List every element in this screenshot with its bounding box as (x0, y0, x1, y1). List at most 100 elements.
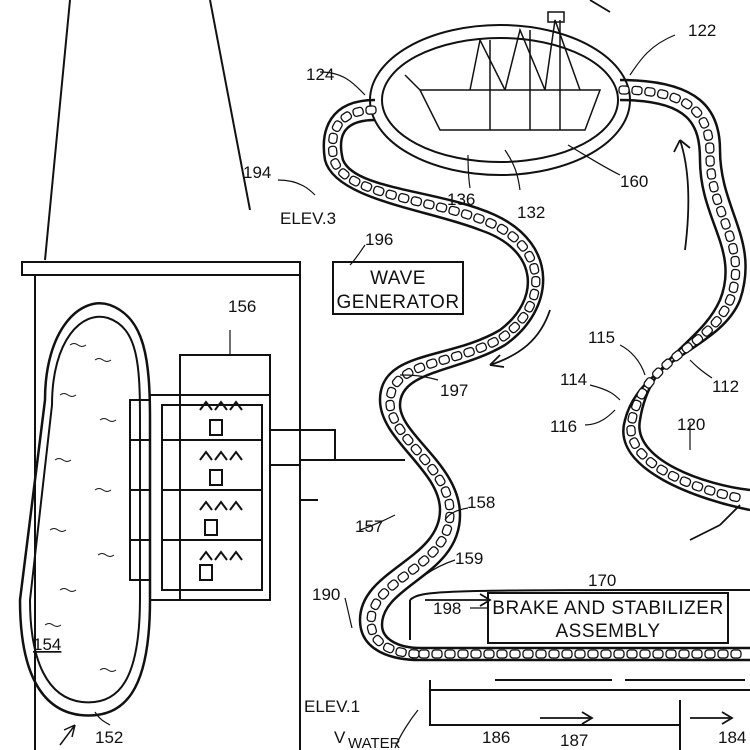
boat-segment (348, 175, 361, 187)
label-159: 159 (455, 549, 483, 568)
boat-segment (370, 598, 382, 611)
boat-segment (691, 481, 704, 492)
label-152: 152 (95, 728, 123, 747)
boat-segment (417, 555, 430, 567)
boat-segment (724, 293, 736, 306)
boat-segment (711, 193, 723, 206)
boat-segment (330, 158, 342, 170)
boat-segment (680, 98, 693, 110)
boat-segment (402, 433, 414, 446)
boat-segment (372, 634, 384, 647)
boat-segment (627, 412, 638, 424)
boat-segment (435, 202, 448, 213)
boat-segment (698, 116, 710, 129)
boat-segment (401, 367, 414, 379)
boat-segment (690, 106, 703, 118)
boat-segment (715, 205, 727, 218)
boat-segment (366, 623, 378, 636)
ship-island (369, 24, 631, 176)
boat-segment (626, 649, 638, 659)
boat-segment (496, 223, 509, 235)
boat-segment (636, 448, 648, 460)
boat-segment (448, 205, 460, 216)
label-157: 157 (355, 517, 383, 536)
boat-segment (427, 546, 439, 558)
label-194: 194 (243, 163, 271, 182)
boat-segment (444, 649, 456, 659)
boat-segment (730, 255, 741, 268)
boat-segment (703, 129, 714, 141)
boat-segment (652, 649, 664, 659)
boat-segment (485, 217, 497, 229)
pool-water-ripples (44, 343, 117, 672)
boat-segment (710, 315, 722, 328)
boat-segment (438, 354, 451, 365)
wave-box-line1: WAVE (370, 268, 426, 289)
boat-segment (441, 524, 453, 537)
label-190: 190 (312, 585, 340, 604)
boat-segment (691, 649, 703, 659)
boat-segment (678, 649, 690, 659)
label-156: 156 (228, 297, 256, 316)
boat-segment (410, 443, 422, 456)
boat-segment (679, 476, 692, 488)
boat-segment (704, 649, 716, 659)
label-184: 184 (718, 728, 746, 747)
boat-segment (728, 281, 739, 294)
boat-segment (720, 217, 731, 230)
boat-segment (701, 325, 714, 337)
label-120: 120 (677, 415, 705, 434)
brake-box-line1: BRAKE AND STABILIZER (492, 598, 723, 619)
flow-arrows (425, 0, 741, 725)
boat-segment (391, 375, 404, 388)
boat-segment (385, 399, 396, 412)
boat-segment (408, 649, 420, 659)
boat-segment (365, 105, 377, 115)
boat-segment (487, 336, 500, 348)
label-122: 122 (688, 21, 716, 40)
boat-segment (434, 474, 446, 487)
boat-segment (387, 579, 399, 591)
brake-assembly-box: BRAKE AND STABILIZER ASSEMBLY (487, 592, 729, 644)
label-132: 132 (517, 203, 545, 222)
boat-segment (444, 511, 455, 524)
boat-segment (463, 346, 475, 358)
boat-segment (460, 209, 473, 220)
label-196: 196 (365, 230, 393, 249)
boat-segment (636, 387, 648, 400)
boat-segment (574, 649, 586, 659)
boat-segment (626, 424, 636, 437)
label-116: 116 (550, 417, 577, 436)
label-elev3: ELEV.3 (280, 209, 336, 228)
boat-segment (517, 311, 529, 324)
boat-segment (418, 453, 431, 466)
brake-box-line2: ASSEMBLY (555, 621, 660, 642)
boat-segment (366, 610, 377, 623)
label-112: 112 (712, 377, 739, 396)
boat-segment (423, 199, 435, 210)
pirate-ship (404, 11, 602, 131)
boat-segment (631, 399, 642, 412)
label-v: V (334, 728, 346, 747)
label-115: 115 (588, 328, 615, 347)
boat-segment (528, 288, 540, 301)
boat-segment (587, 649, 599, 659)
boat-segment (644, 86, 656, 97)
boat-segment (618, 85, 630, 95)
label-136: 136 (447, 190, 475, 209)
boat-segment (535, 649, 547, 659)
platform-structure (21, 0, 318, 750)
boat-segment (340, 111, 353, 123)
boat-segment (716, 488, 729, 500)
boat-segment (717, 649, 729, 659)
boat-segment (507, 231, 519, 243)
label-154: 154 (33, 635, 61, 654)
boat-segment (730, 268, 741, 281)
boat-segment (639, 649, 651, 659)
boat-segment (331, 120, 343, 133)
boat-segment (475, 342, 488, 353)
boat-segment (669, 92, 681, 104)
boat-segment (450, 350, 463, 362)
boat-segment (656, 464, 669, 476)
boat-segment (705, 142, 715, 154)
